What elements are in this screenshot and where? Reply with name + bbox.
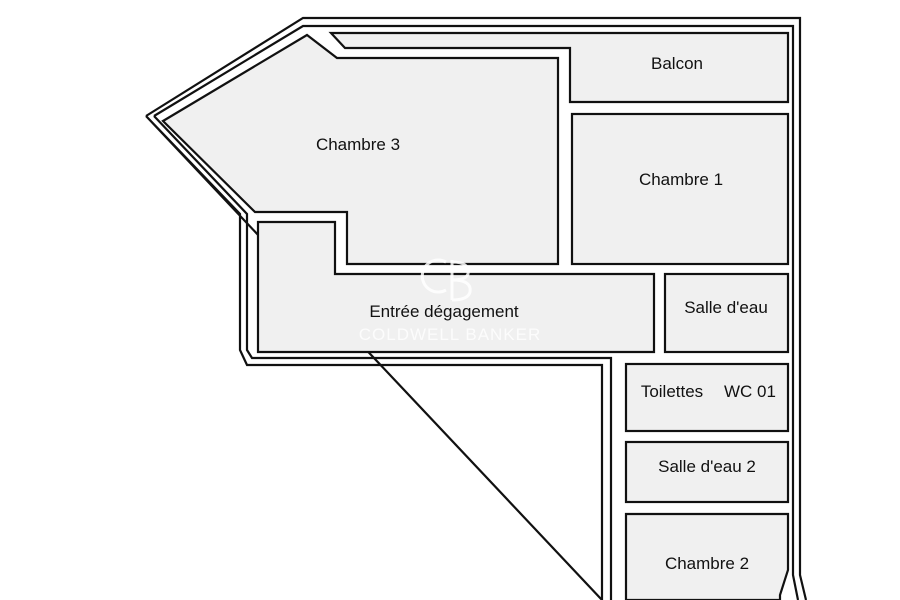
watermark-logo-icon — [420, 258, 472, 302]
label-toilettes: Toilettes — [641, 382, 703, 401]
label-chambre-2: Chambre 2 — [665, 554, 749, 573]
room-salle-d-eau-2 — [624, 440, 790, 504]
room-entree-degagement — [256, 220, 656, 354]
room-balcon — [328, 31, 790, 104]
label-entree-degagement: Entrée dégagement — [369, 302, 519, 321]
label-wc-01: WC 01 — [724, 382, 776, 401]
watermark-brand-text: COLDWELL BANKER — [359, 325, 542, 344]
room-chambre-1 — [570, 112, 790, 266]
room-chambre-3 — [161, 33, 560, 266]
label-chambre-3: Chambre 3 — [316, 135, 400, 154]
room-toilettes-wc — [624, 362, 790, 433]
room-salle-d-eau — [663, 272, 790, 354]
label-salle-d-eau: Salle d'eau — [684, 298, 768, 317]
outer-wall-outer-line — [145, 16, 808, 600]
label-balcon: Balcon — [651, 54, 703, 73]
room-chambre-2 — [624, 512, 790, 600]
label-chambre-1: Chambre 1 — [639, 170, 723, 189]
outer-wall-inner-line — [153, 24, 800, 600]
label-salle-d-eau-2: Salle d'eau 2 — [658, 457, 756, 476]
